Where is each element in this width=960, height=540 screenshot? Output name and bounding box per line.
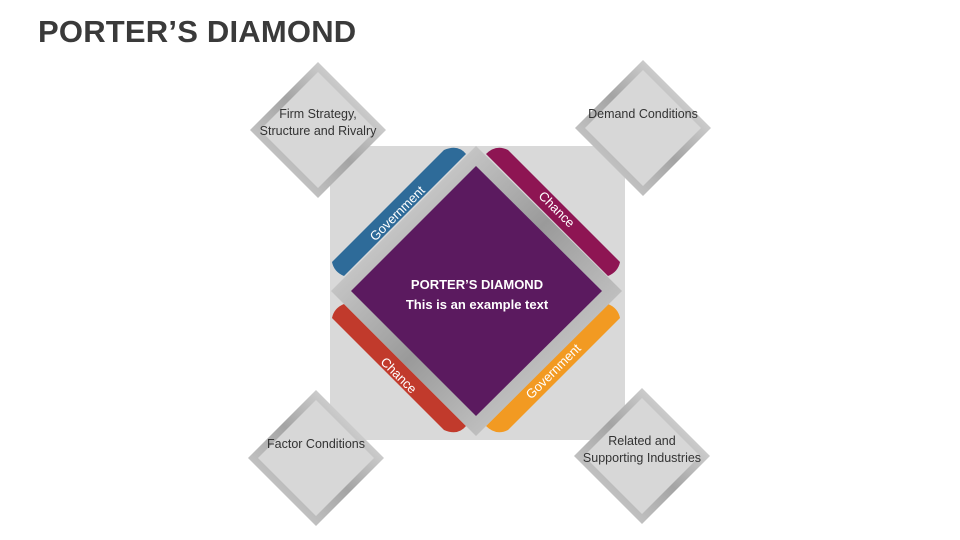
band-government-top [332, 147, 466, 276]
corner-diamond-bottom-left [248, 390, 384, 526]
corner-diamond-bottom-right [574, 388, 710, 524]
center-heading: PORTER’S DIAMOND [410, 277, 544, 292]
corner-label-factor-conditions: Factor Conditions [267, 437, 365, 451]
center-diamond [351, 166, 602, 416]
corner-label-firm-strategy: Firm Strategy, Structure and Rivalry [259, 107, 377, 138]
center-example-text: This is an example text [405, 297, 549, 312]
band-government-bottom [486, 304, 620, 433]
slide-title: PORTER’S DIAMOND [38, 14, 357, 49]
corner-label-demand-conditions: Demand Conditions [588, 107, 698, 121]
band-chance-top [486, 147, 620, 276]
band-chance-bottom [332, 304, 466, 433]
corner-label-related-industries: Related and Supporting Industries [582, 434, 702, 465]
corner-diamond-top-left [250, 62, 386, 198]
corner-diamond-top-right [575, 60, 711, 196]
